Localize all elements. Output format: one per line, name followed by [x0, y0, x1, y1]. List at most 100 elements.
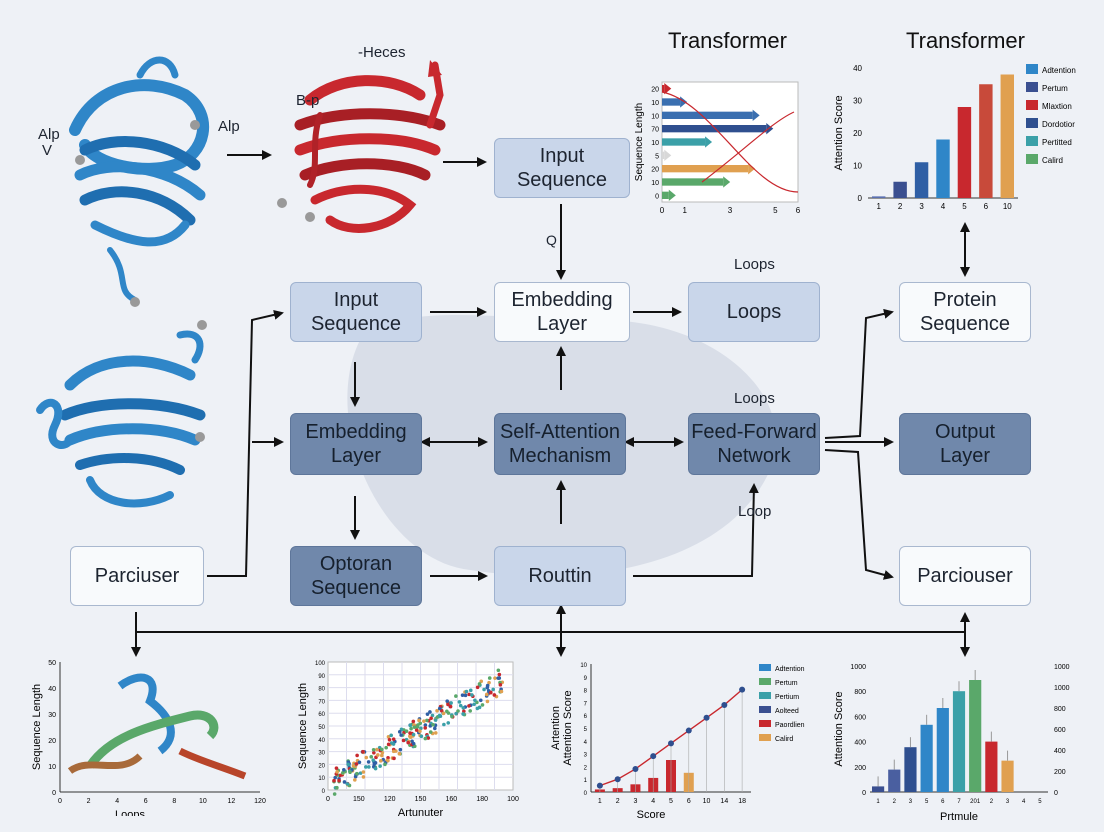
scatter-point — [334, 766, 339, 770]
tick-label-y: 100 — [315, 661, 326, 667]
scatter-point — [473, 698, 477, 703]
arrow-label-loop: Loop — [738, 503, 772, 520]
tick-label-x: 180 — [476, 796, 488, 803]
axis-label-y-top: Artention — [550, 706, 562, 750]
bar — [662, 85, 665, 93]
loops-box[interactable]: Loops — [688, 282, 820, 342]
tick-label-x: 1 — [876, 799, 880, 805]
tick-label-y: 7 — [584, 701, 588, 707]
scatter-point — [406, 740, 410, 745]
scatter-point — [345, 782, 350, 786]
bar — [920, 724, 933, 792]
scatter-point — [479, 679, 484, 684]
scatter-point — [355, 771, 359, 776]
scatter-point — [468, 688, 473, 693]
protein-sequence-box[interactable]: Protein Sequence — [899, 282, 1031, 342]
scatter-point — [378, 759, 383, 763]
parciuser-left-box[interactable]: Parciuser — [70, 546, 204, 606]
output-layer-box[interactable]: Output Layer — [899, 413, 1031, 475]
scatter-point — [335, 770, 339, 774]
scatter-point — [456, 709, 460, 713]
scatter-point — [422, 719, 426, 723]
scatter-point — [428, 730, 433, 734]
protein-structure-blue-top — [69, 56, 209, 307]
protein-structure-red — [277, 60, 446, 233]
scatter-point — [383, 762, 387, 767]
tick-label-y-left: 800 — [854, 689, 866, 696]
scatter-point — [346, 762, 350, 767]
tick-label-y: 10 — [318, 776, 325, 782]
tick-label-y-right: 600 — [1054, 727, 1066, 734]
scatter-point — [472, 702, 476, 707]
tick-label-x: 1 — [876, 202, 881, 211]
bar-arrowhead — [664, 149, 672, 161]
routtin-box[interactable]: Routtin — [494, 546, 626, 606]
tick-label-x: 8 — [172, 798, 176, 805]
scatter-point — [397, 751, 402, 756]
tick-label-x: 4 — [115, 798, 119, 805]
embedding-layer-top-box[interactable]: Embedding Layer — [494, 282, 630, 342]
scatter-point — [438, 714, 443, 719]
self-attention-box[interactable]: Self-Attention Mechanism — [494, 413, 626, 475]
scatter-point — [387, 737, 392, 742]
feed-forward-box[interactable]: Feed-Forward Network — [688, 413, 820, 475]
tick-label-y: 20 — [853, 129, 862, 138]
tick-label-x: 4 — [651, 798, 655, 805]
bar — [904, 747, 917, 792]
embedding-layer-top-text: Embedding Layer — [511, 289, 613, 335]
parciouser-right-box[interactable]: Parciouser — [899, 546, 1031, 606]
scatter-point — [496, 676, 501, 680]
scatter-point — [380, 753, 384, 758]
scatter-point — [342, 767, 346, 772]
legend-swatch — [1026, 100, 1038, 110]
arrow-label-loops-top: Loops — [734, 256, 775, 273]
scatter-point — [423, 736, 428, 741]
input-sequence-top-box[interactable]: Input Sequence — [494, 138, 630, 198]
embedding-layer-box[interactable]: Embedding Layer — [290, 413, 422, 475]
scatter-point — [446, 702, 450, 707]
chart-attention-score-bar-bottom: Attention ScorePrtmule020040060080010000… — [833, 664, 1070, 821]
tick-label-y: 20 — [651, 167, 659, 174]
tick-label-x: 0 — [660, 206, 665, 215]
chart-sequence-length-scatter: Sequence LengthArtunuter0102030405060708… — [297, 661, 519, 819]
tick-label-x: 7 — [957, 799, 961, 805]
legend-label: Paordlien — [775, 722, 805, 729]
scatter-point — [496, 668, 501, 673]
input-sequence-top-text: Input Sequence — [516, 145, 608, 191]
tick-label-x: 0 — [326, 796, 330, 803]
tick-label-y: 10 — [651, 180, 659, 187]
bar-arrowhead — [664, 83, 672, 95]
bar — [1001, 760, 1014, 792]
input-sequence-box[interactable]: Input Sequence — [290, 282, 422, 342]
legend-label: Dordotior — [1042, 120, 1075, 129]
label-helices: -Heces — [358, 44, 406, 61]
tick-label-x: 10 — [703, 798, 711, 805]
tick-label-x: 6 — [984, 202, 989, 211]
tick-label-y: 20 — [651, 87, 659, 94]
bar-arrowhead — [668, 189, 676, 201]
scatter-point — [475, 685, 480, 690]
scatter-point — [454, 711, 458, 716]
legend-label: Aolteed — [775, 708, 799, 715]
scatter-point — [371, 758, 376, 762]
scatter-point — [428, 724, 433, 728]
tick-label-y-left: 600 — [854, 714, 866, 721]
legend-label: Mlaxtion — [1042, 102, 1072, 111]
optoran-sequence-box[interactable]: Optoran Sequence — [290, 546, 422, 606]
tick-label-x: 201 — [970, 799, 981, 805]
scatter-point — [430, 713, 435, 718]
bar — [662, 111, 753, 119]
tick-label-x: 3 — [909, 799, 913, 805]
legend-label: Calird — [775, 736, 793, 743]
tick-label-y-right: 200 — [1054, 769, 1066, 776]
axis-label-y: Sequence Length — [634, 103, 645, 181]
bar-arrowhead — [723, 176, 731, 188]
tick-label-x: 10 — [1003, 202, 1012, 211]
bar — [957, 107, 972, 198]
bar-arrowhead — [705, 136, 713, 148]
axis-label-y: Sequence Length — [297, 683, 309, 769]
scatter-point — [425, 712, 430, 716]
